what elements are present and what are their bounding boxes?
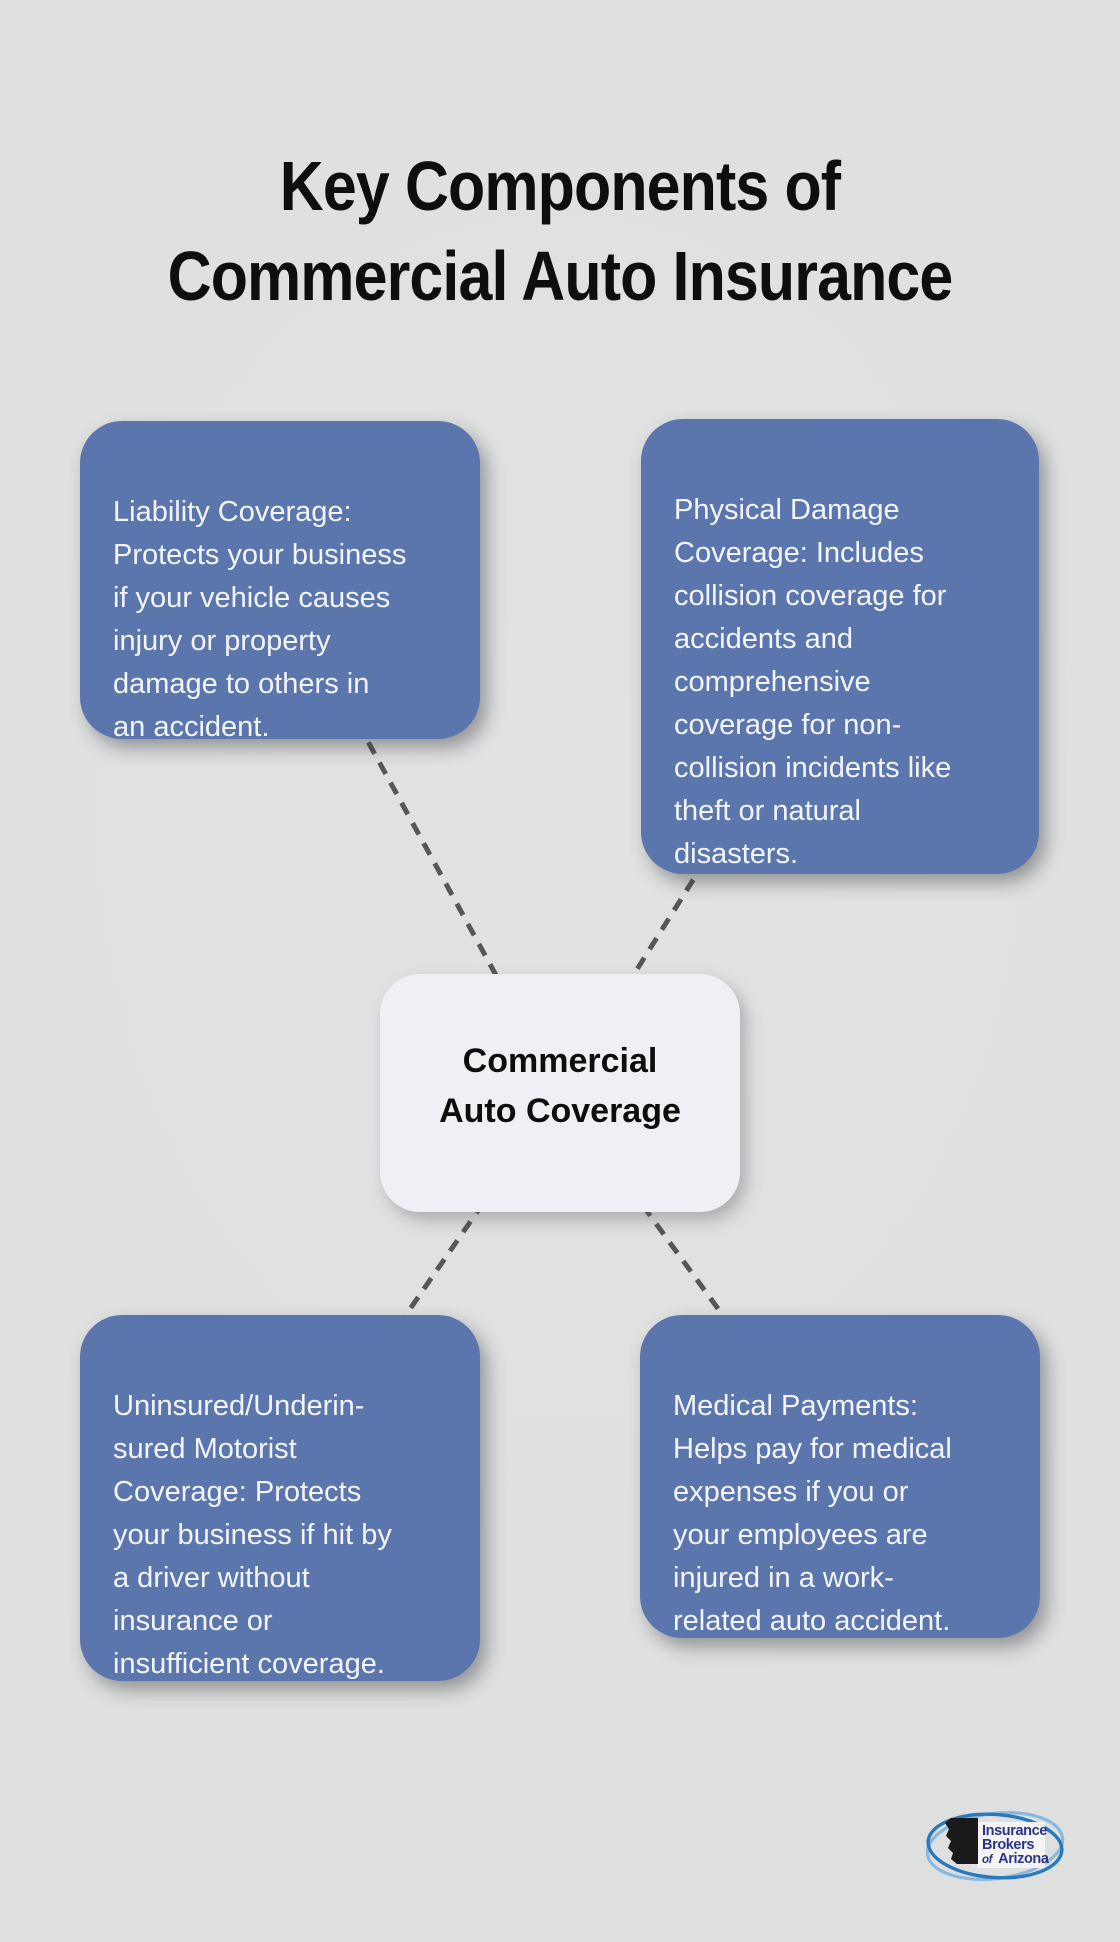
- page-title: Key Components of Commercial Auto Insura…: [167, 146, 954, 315]
- card-uninsured-motorist-coverage: Uninsured/Underin- sured Motorist Covera…: [80, 1315, 480, 1681]
- logo-text-arizona: Arizona: [998, 1851, 1050, 1867]
- arizona-state-icon: [945, 1818, 978, 1864]
- card-physical-damage-coverage-text: Physical Damage Coverage: Includes colli…: [674, 494, 952, 870]
- center-node-commercial-auto-coverage: Commercial Auto Coverage: [380, 974, 740, 1212]
- card-liability-coverage: Liability Coverage: Protects your busine…: [80, 421, 480, 743]
- logo-text-of: of: [982, 1854, 994, 1866]
- logo-text-line3: of Arizona: [982, 1851, 1050, 1867]
- center-node-label: Commercial Auto Coverage: [439, 1042, 681, 1130]
- card-medical-payments-text: Medical Payments: Helps pay for medical …: [673, 1390, 952, 1637]
- card-medical-payments: Medical Payments: Helps pay for medical …: [640, 1315, 1040, 1638]
- card-physical-damage-coverage: Physical Damage Coverage: Includes colli…: [641, 419, 1039, 874]
- card-uninsured-motorist-coverage-text: Uninsured/Underin- sured Motorist Covera…: [113, 1390, 392, 1680]
- logo-text-plate: [977, 1822, 1045, 1868]
- logo-ring-dark: [926, 1812, 1064, 1880]
- logo-text-line1: Insurance: [982, 1823, 1047, 1839]
- insurance-brokers-of-arizona-logo: Insurance Brokers of Arizona: [925, 1811, 1065, 1881]
- card-liability-coverage-text: Liability Coverage: Protects your busine…: [113, 496, 407, 743]
- logo-text-line2: Brokers: [982, 1837, 1034, 1853]
